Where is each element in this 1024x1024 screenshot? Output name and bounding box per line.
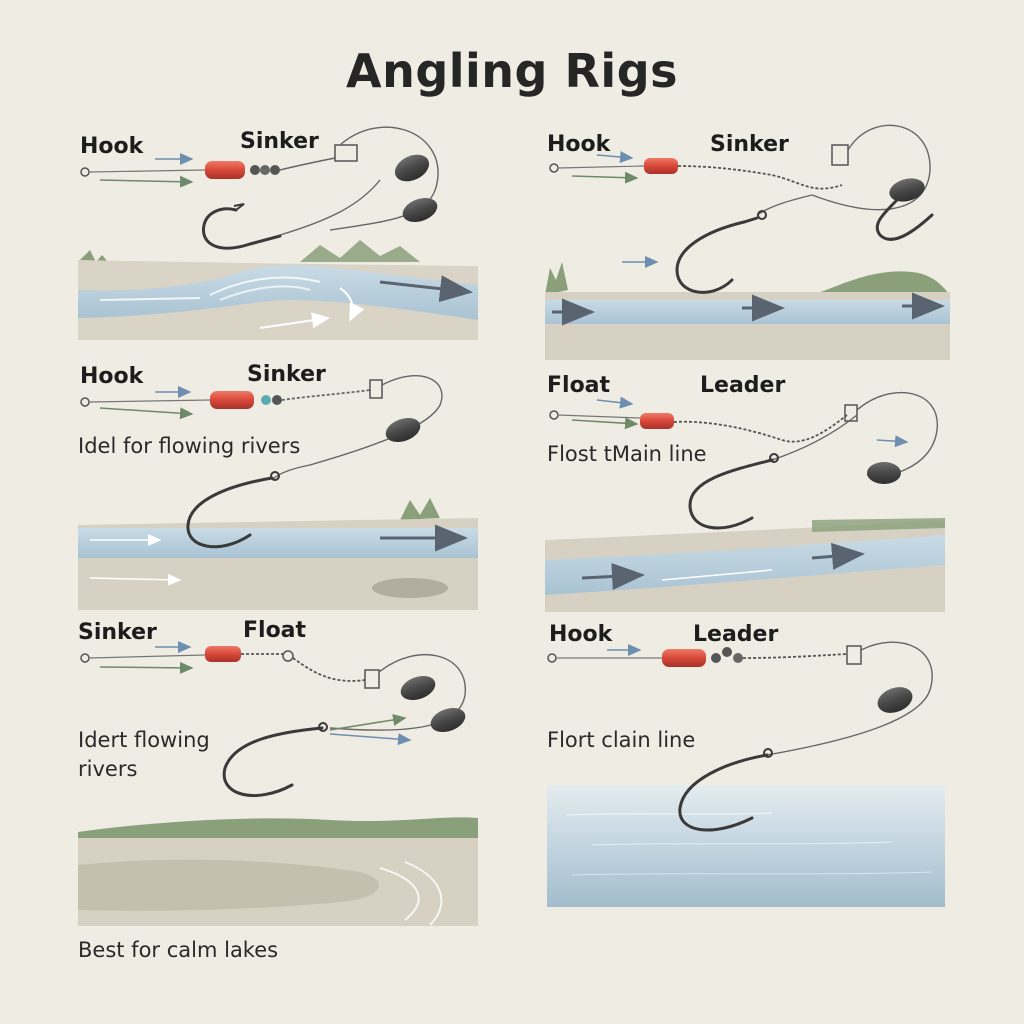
rig-panel-5: Sinker Float Idert flowing rivers Best f… [0,610,512,1024]
sinker-icon [877,687,913,713]
leader-label: Leader [700,373,786,398]
rig-caption-line-1: Idert flowing [78,728,210,752]
swivel-icon [844,404,858,422]
rig-footer: Best for calm lakes [78,938,279,962]
float-icon [205,161,245,179]
lake-scene [547,785,945,907]
rig-diagram-1 [78,126,478,340]
hook-icon [875,198,934,241]
lake-shore-scene [78,817,478,926]
rig-panel-1: Hook Sinker [0,0,512,350]
sinker-icon [430,707,466,733]
sinker-icon [889,178,925,202]
swivel-icon [80,167,90,177]
sinker-icon [385,417,421,443]
rig-diagram-6 [547,641,945,907]
page-title: Angling Rigs [346,44,678,98]
river-scene [78,498,478,610]
hook-label: Hook [549,622,613,647]
hook-icon [202,203,282,250]
hook-icon [675,210,767,294]
rig-diagram-5 [78,641,478,926]
sinker-icon [402,197,438,223]
hook-label: Hook [547,132,611,157]
swivel-icon [80,653,90,663]
sinker-icon [400,675,436,701]
swivel-icon [547,653,557,663]
river-scene [545,518,945,612]
hook-icon [186,471,280,549]
rig-caption: Flost tMain line [547,442,707,466]
swivel-icon [364,669,380,689]
rig-caption: Idel for flowing rivers [78,434,301,458]
float-icon [640,413,674,429]
float-label: Float [547,373,611,398]
rig-diagram-2 [545,124,950,360]
swivel-icon [369,379,383,399]
swivel-icon [549,163,559,173]
float-icon [205,646,241,662]
swivel-icon [80,397,90,407]
rig-diagram-4 [545,391,945,612]
rig-caption-line-2: rivers [78,757,138,781]
sinker-icon [867,462,901,484]
swivel-icon [831,144,849,166]
sinker-label: Sinker [78,620,157,645]
sinker-icon [394,154,430,182]
rig-panel-6: Hook Leader Flort clain line [512,620,1024,1024]
swivel-icon [846,645,862,665]
hook-icon [688,453,779,530]
float-icon [662,649,706,667]
rig-panel-3: Hook Sinker Idel for flowing rivers [0,350,512,610]
swivel-icon [549,410,559,420]
sinker-label: Sinker [710,132,789,157]
float-label: Float [243,618,307,643]
rig-panel-4: Float Leader Flost tMain line [512,360,1024,620]
swivel-icon [282,650,294,662]
leader-label: Leader [693,622,779,647]
hook-label: Hook [80,134,144,159]
sinker-label: Sinker [240,129,319,154]
rig-diagram-3 [78,375,478,610]
sinker-label: Sinker [247,362,326,387]
river-scene [78,240,478,340]
rig-panel-2: Hook Sinker [512,0,1024,360]
hook-icon [678,748,773,832]
hook-label: Hook [80,364,144,389]
rig-caption: Flort clain line [547,728,696,752]
swivel-icon [334,144,358,162]
river-scene [545,256,950,360]
float-icon [210,391,254,409]
float-icon [644,158,678,174]
hook-icon [222,722,328,798]
